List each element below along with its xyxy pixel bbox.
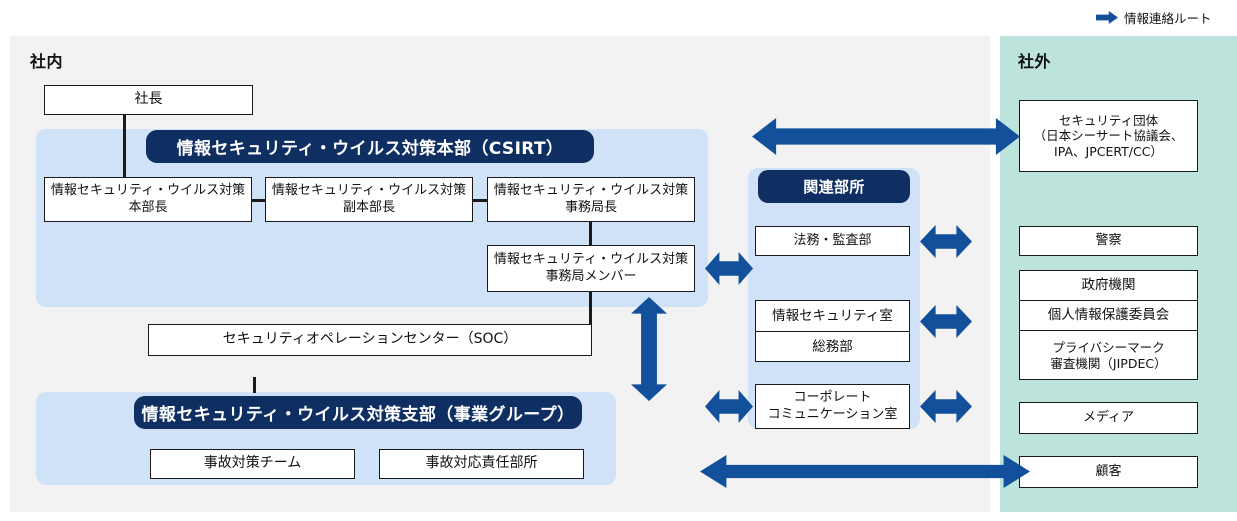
government-group: 政府機関 個人情報保護委員会 プライバシーマーク 審査機関（JIPDEC） (1019, 270, 1198, 380)
connector-deputy-to-secretariat (471, 199, 489, 202)
customer-box[interactable]: 顧客 (1019, 456, 1198, 488)
csirt-role-box-secretariat[interactable]: 情報セキュリティ・ウイルス対策事務局長 (487, 177, 695, 222)
media-box[interactable]: メディア (1019, 402, 1198, 434)
legal-audit-box[interactable]: 法務・監査部 (755, 226, 910, 256)
president-box[interactable]: 社長 (44, 85, 253, 115)
connector-president-to-head (123, 113, 126, 185)
security-office-group: 情報セキュリティ室 総務部 (755, 300, 910, 362)
related-depts-header: 関連部所 (758, 170, 910, 203)
branch-team-box-responsible[interactable]: 事故対応責任部所 (379, 449, 584, 479)
general-affairs-box[interactable]: 総務部 (812, 339, 853, 356)
jipdec-box[interactable]: プライバシーマーク 審査機関（JIPDEC） (1050, 340, 1167, 371)
right-arrow-icon (1096, 11, 1118, 24)
connector-soc-to-branch (253, 377, 256, 393)
external-zone-label: 社外 (1018, 52, 1052, 71)
csirt-role-box-deputy[interactable]: 情報セキュリティ・ウイルス対策副本部長 (265, 177, 473, 222)
privacy-commission-box[interactable]: 個人情報保護委員会 (1020, 301, 1197, 331)
csirt-header: 情報セキュリティ・ウイルス対策本部（CSIRT） (146, 130, 594, 163)
legend-label: 情報連絡ルート (1124, 11, 1212, 26)
branch-team-box-incident[interactable]: 事故対策チーム (150, 449, 355, 479)
csirt-members-box[interactable]: 情報セキュリティ・ウイルス対策事務局メンバー (487, 245, 695, 292)
connector-members-to-soc (589, 292, 592, 325)
security-organizations-box[interactable]: セキュリティ団体 （日本シーサート協議会、 IPA、JPCERT/CC） (1019, 100, 1198, 172)
police-box[interactable]: 警察 (1019, 226, 1198, 256)
csirt-role-box-head[interactable]: 情報セキュリティ・ウイルス対策本部長 (44, 177, 252, 222)
connector-head-to-deputy (251, 199, 269, 202)
government-agency-box[interactable]: 政府機関 (1020, 271, 1197, 301)
connector-secretariat-to-members (589, 220, 592, 246)
security-office-box[interactable]: 情報セキュリティ室 (756, 301, 909, 332)
corporate-communication-box[interactable]: コーポレート コミュニケーション室 (755, 384, 910, 429)
internal-zone-label: 社内 (30, 52, 64, 71)
soc-box[interactable]: セキュリティオペレーションセンター（SOC） (148, 324, 592, 356)
legend: 情報連絡ルート (1096, 8, 1212, 27)
branch-header: 情報セキュリティ・ウイルス対策支部（事業グループ） (134, 396, 582, 429)
